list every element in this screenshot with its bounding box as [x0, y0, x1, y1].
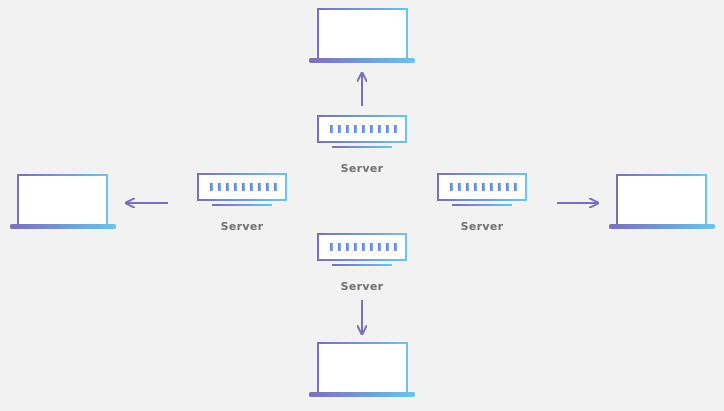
server-top-icon — [317, 115, 407, 148]
laptop-bottom-icon — [309, 342, 415, 397]
laptop-right-icon — [609, 174, 715, 229]
server-left-icon — [197, 173, 287, 206]
server-left-label: Server — [220, 220, 264, 233]
server-right-label: Server — [460, 220, 504, 233]
laptop-top-icon — [309, 8, 415, 63]
server-bottom-label: Server — [340, 280, 384, 293]
server-right-icon — [437, 173, 527, 206]
server-top-label: Server — [340, 162, 384, 175]
server-bottom-icon — [317, 233, 407, 266]
laptop-left-icon — [10, 174, 116, 229]
